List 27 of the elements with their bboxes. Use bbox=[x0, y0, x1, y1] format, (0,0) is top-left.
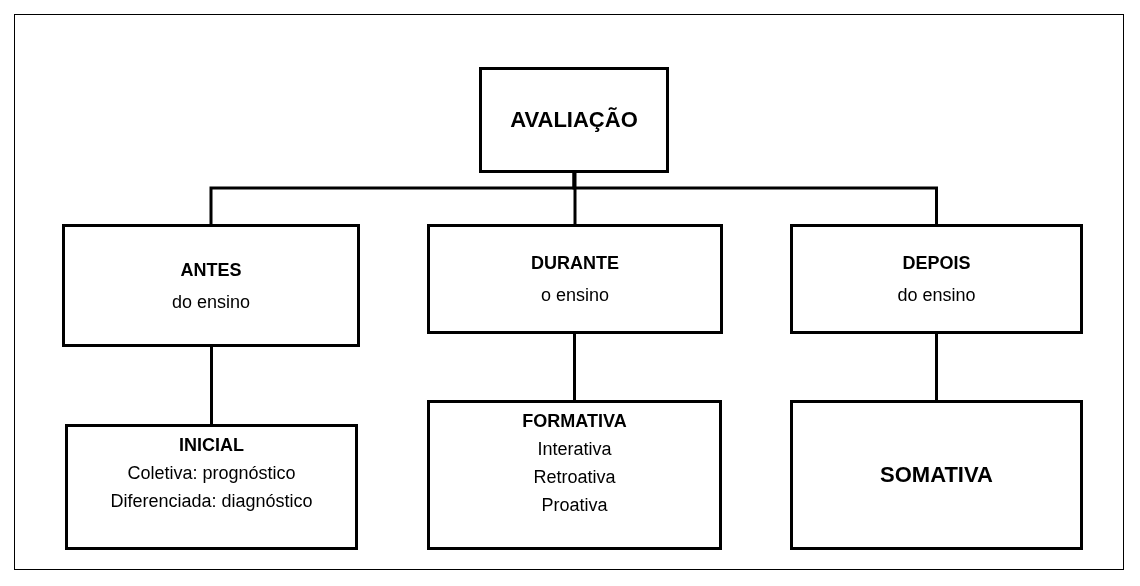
box-text: do ensino bbox=[897, 284, 976, 307]
box bbox=[427, 400, 722, 550]
box-heading: FORMATIVA bbox=[522, 410, 627, 433]
box-text: Interativa bbox=[537, 438, 612, 461]
box-text: Coletiva: prognóstico bbox=[127, 462, 296, 485]
box-heading: AVALIAÇÃO bbox=[510, 106, 638, 134]
box bbox=[62, 224, 360, 347]
connector-line bbox=[210, 347, 213, 424]
connector-line bbox=[573, 334, 576, 400]
box-text: o ensino bbox=[540, 284, 610, 307]
connector-line bbox=[572, 173, 938, 224]
box-text: Proativa bbox=[541, 494, 608, 517]
box bbox=[65, 424, 358, 550]
box-heading: INICIAL bbox=[179, 434, 244, 457]
box bbox=[790, 224, 1083, 334]
box-heading: ANTES bbox=[180, 258, 242, 282]
box-text: do ensino bbox=[171, 290, 251, 314]
box bbox=[790, 400, 1083, 550]
box-heading: DEPOIS bbox=[902, 252, 971, 275]
box-heading: DURANTE bbox=[531, 252, 619, 275]
box-heading: SOMATIVA bbox=[880, 461, 993, 489]
connector-line bbox=[573, 173, 577, 224]
connector-line bbox=[935, 334, 938, 400]
box bbox=[427, 224, 723, 334]
box-text: Diferenciada: diagnóstico bbox=[110, 490, 313, 513]
box bbox=[479, 67, 669, 173]
box-text: Retroativa bbox=[533, 466, 616, 489]
